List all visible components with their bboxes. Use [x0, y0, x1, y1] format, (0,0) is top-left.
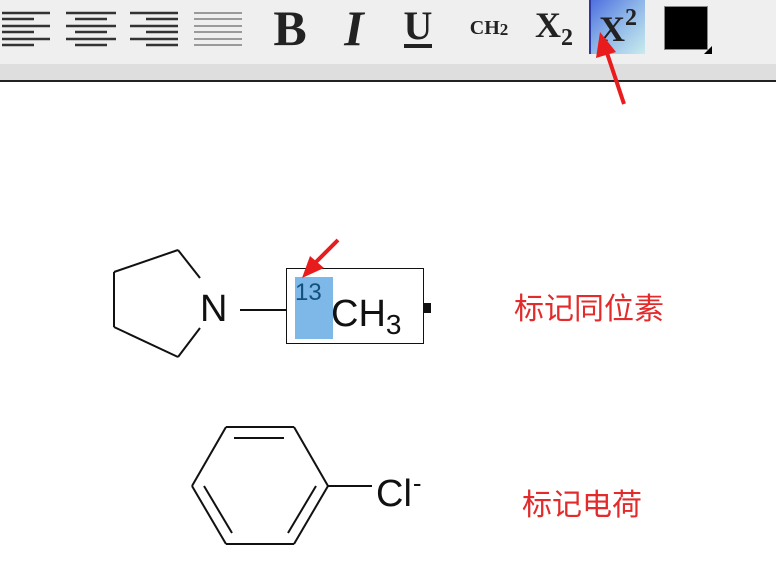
arrow-head-icon: [596, 32, 616, 58]
pyrrolidine-ring: [113, 249, 372, 545]
label-charge: 标记电荷: [522, 488, 642, 523]
isotope-number[interactable]: 13: [295, 279, 322, 306]
align-center-icon: [66, 11, 116, 47]
arrow-head-icon: [302, 256, 324, 278]
text-color-button[interactable]: [664, 6, 712, 54]
label-isotope: 标记同位素: [514, 292, 664, 327]
italic-button[interactable]: I: [334, 0, 374, 56]
charge-sign: -: [412, 468, 422, 498]
formula-button[interactable]: CH2: [460, 0, 518, 56]
annotation-arrow-isotope: [302, 238, 340, 278]
benzene-ring: [191, 426, 372, 545]
underline-button[interactable]: U: [398, 0, 438, 56]
toolbar-bottom-band: [0, 64, 776, 80]
atom-chlorine[interactable]: Cl-: [376, 468, 422, 515]
drawing-canvas[interactable]: N 13 CH3 标记同位素 Cl- 标记电荷: [0, 82, 776, 578]
atom-label-textbox[interactable]: 13 CH3: [286, 268, 431, 344]
atom-nitrogen[interactable]: N: [200, 288, 228, 330]
resize-handle[interactable]: [423, 303, 431, 313]
align-center-button[interactable]: [66, 0, 116, 56]
justify-icon: [194, 12, 242, 46]
bold-icon: B: [273, 0, 307, 56]
toolbar-divider: [0, 80, 776, 82]
subscript-button[interactable]: X2: [526, 0, 582, 56]
methyl-group[interactable]: CH3: [331, 293, 402, 340]
subscript-icon: X2: [535, 5, 573, 51]
align-right-button[interactable]: [130, 0, 180, 56]
align-right-icon: [130, 11, 178, 47]
italic-icon: I: [344, 0, 364, 56]
justify-button[interactable]: [194, 0, 244, 56]
format-toolbar: B I U CH2 X2 X2: [0, 0, 776, 64]
underline-icon: U: [403, 3, 433, 48]
align-left-button[interactable]: [0, 0, 50, 56]
align-left-icon: [2, 11, 50, 47]
dropdown-corner-icon: [704, 46, 712, 54]
bold-button[interactable]: B: [266, 0, 314, 56]
text-selection: [295, 277, 333, 339]
formula-icon: CH2: [469, 16, 509, 39]
